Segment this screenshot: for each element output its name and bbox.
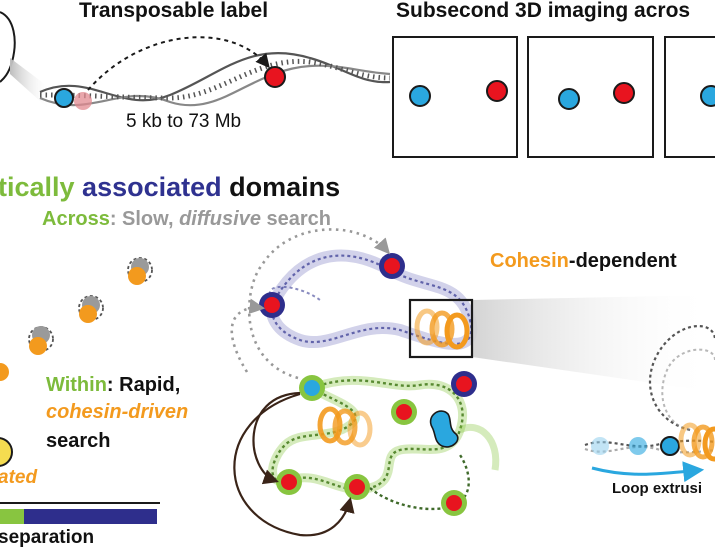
cohesin-dependent-label: Cohesin-dependent bbox=[490, 250, 677, 273]
across-sep: : bbox=[109, 208, 123, 230]
bar-green bbox=[0, 509, 24, 524]
blue-spot bbox=[558, 88, 580, 110]
transposable-label-title: Transposable label bbox=[79, 0, 269, 22]
domains-title-part1: tically bbox=[0, 172, 83, 202]
zoom-cone-left bbox=[10, 58, 50, 110]
imaging-title: Subsecond 3D imaging acros bbox=[396, 0, 691, 22]
slow-search-arrow-2 bbox=[247, 228, 391, 380]
red-spot bbox=[486, 80, 508, 102]
red-spot bbox=[613, 82, 635, 104]
across-label: Across: Slow, diffusive search bbox=[42, 208, 331, 231]
transposed-locus-ghost bbox=[74, 92, 92, 110]
cohesin-rings-center bbox=[317, 406, 373, 448]
across-diffusive: diffusive bbox=[179, 208, 261, 230]
extruded-loop bbox=[648, 325, 715, 432]
across-slow: Slow, bbox=[122, 208, 180, 230]
domains-title-part3: domains bbox=[221, 172, 341, 202]
within-word: Within bbox=[46, 374, 107, 396]
slow-search-arrow-1 bbox=[230, 298, 266, 373]
dependent-word: -dependent bbox=[568, 250, 677, 272]
blue-spot bbox=[409, 85, 431, 107]
zoom-box bbox=[408, 298, 474, 359]
imaging-frame-2 bbox=[527, 36, 654, 158]
cohesin-word: Cohesin bbox=[490, 250, 569, 272]
zoom-cone-right bbox=[472, 295, 715, 392]
rapid-search-arrow-2 bbox=[233, 392, 355, 537]
blue-locus-ghost bbox=[591, 437, 609, 455]
blue-locus-ghost bbox=[629, 437, 647, 455]
loop-extrusion-label: Loop extrusi bbox=[612, 480, 703, 497]
separation-label: separation bbox=[0, 527, 95, 548]
imaging-frame-3 bbox=[664, 36, 715, 158]
domains-title: tically associated domains bbox=[0, 172, 340, 203]
diffusing-loci bbox=[0, 257, 153, 467]
extrusion-arrow bbox=[591, 461, 705, 483]
bar-navy bbox=[24, 509, 157, 524]
cohesin-rings-loop bbox=[678, 422, 715, 462]
dna-strand-top bbox=[39, 52, 391, 107]
distance-range-label: 5 kb to 73 Mb bbox=[126, 111, 242, 132]
transposition-arrow bbox=[87, 36, 270, 91]
across-search: search bbox=[260, 208, 332, 230]
rapid-search-arrow-1 bbox=[252, 391, 301, 485]
protein-factor bbox=[429, 410, 459, 448]
cohesin-rings-zoom bbox=[414, 308, 470, 350]
blue-locus bbox=[54, 88, 74, 108]
within-rapid: : Rapid, bbox=[106, 374, 181, 396]
within-line-1: Within: Rapid, bbox=[46, 374, 180, 397]
blue-locus bbox=[660, 436, 680, 456]
left-orange-label: ated bbox=[0, 467, 38, 488]
imaging-frame-1 bbox=[392, 36, 518, 158]
blue-spot bbox=[700, 85, 715, 107]
green-domain-chromatin bbox=[268, 375, 500, 511]
within-search: search bbox=[46, 430, 111, 452]
red-locus bbox=[264, 66, 286, 88]
within-cohesin: cohesin-driven bbox=[46, 401, 189, 423]
domains-title-part2: associated bbox=[82, 172, 222, 202]
across-word: Across bbox=[42, 208, 110, 230]
